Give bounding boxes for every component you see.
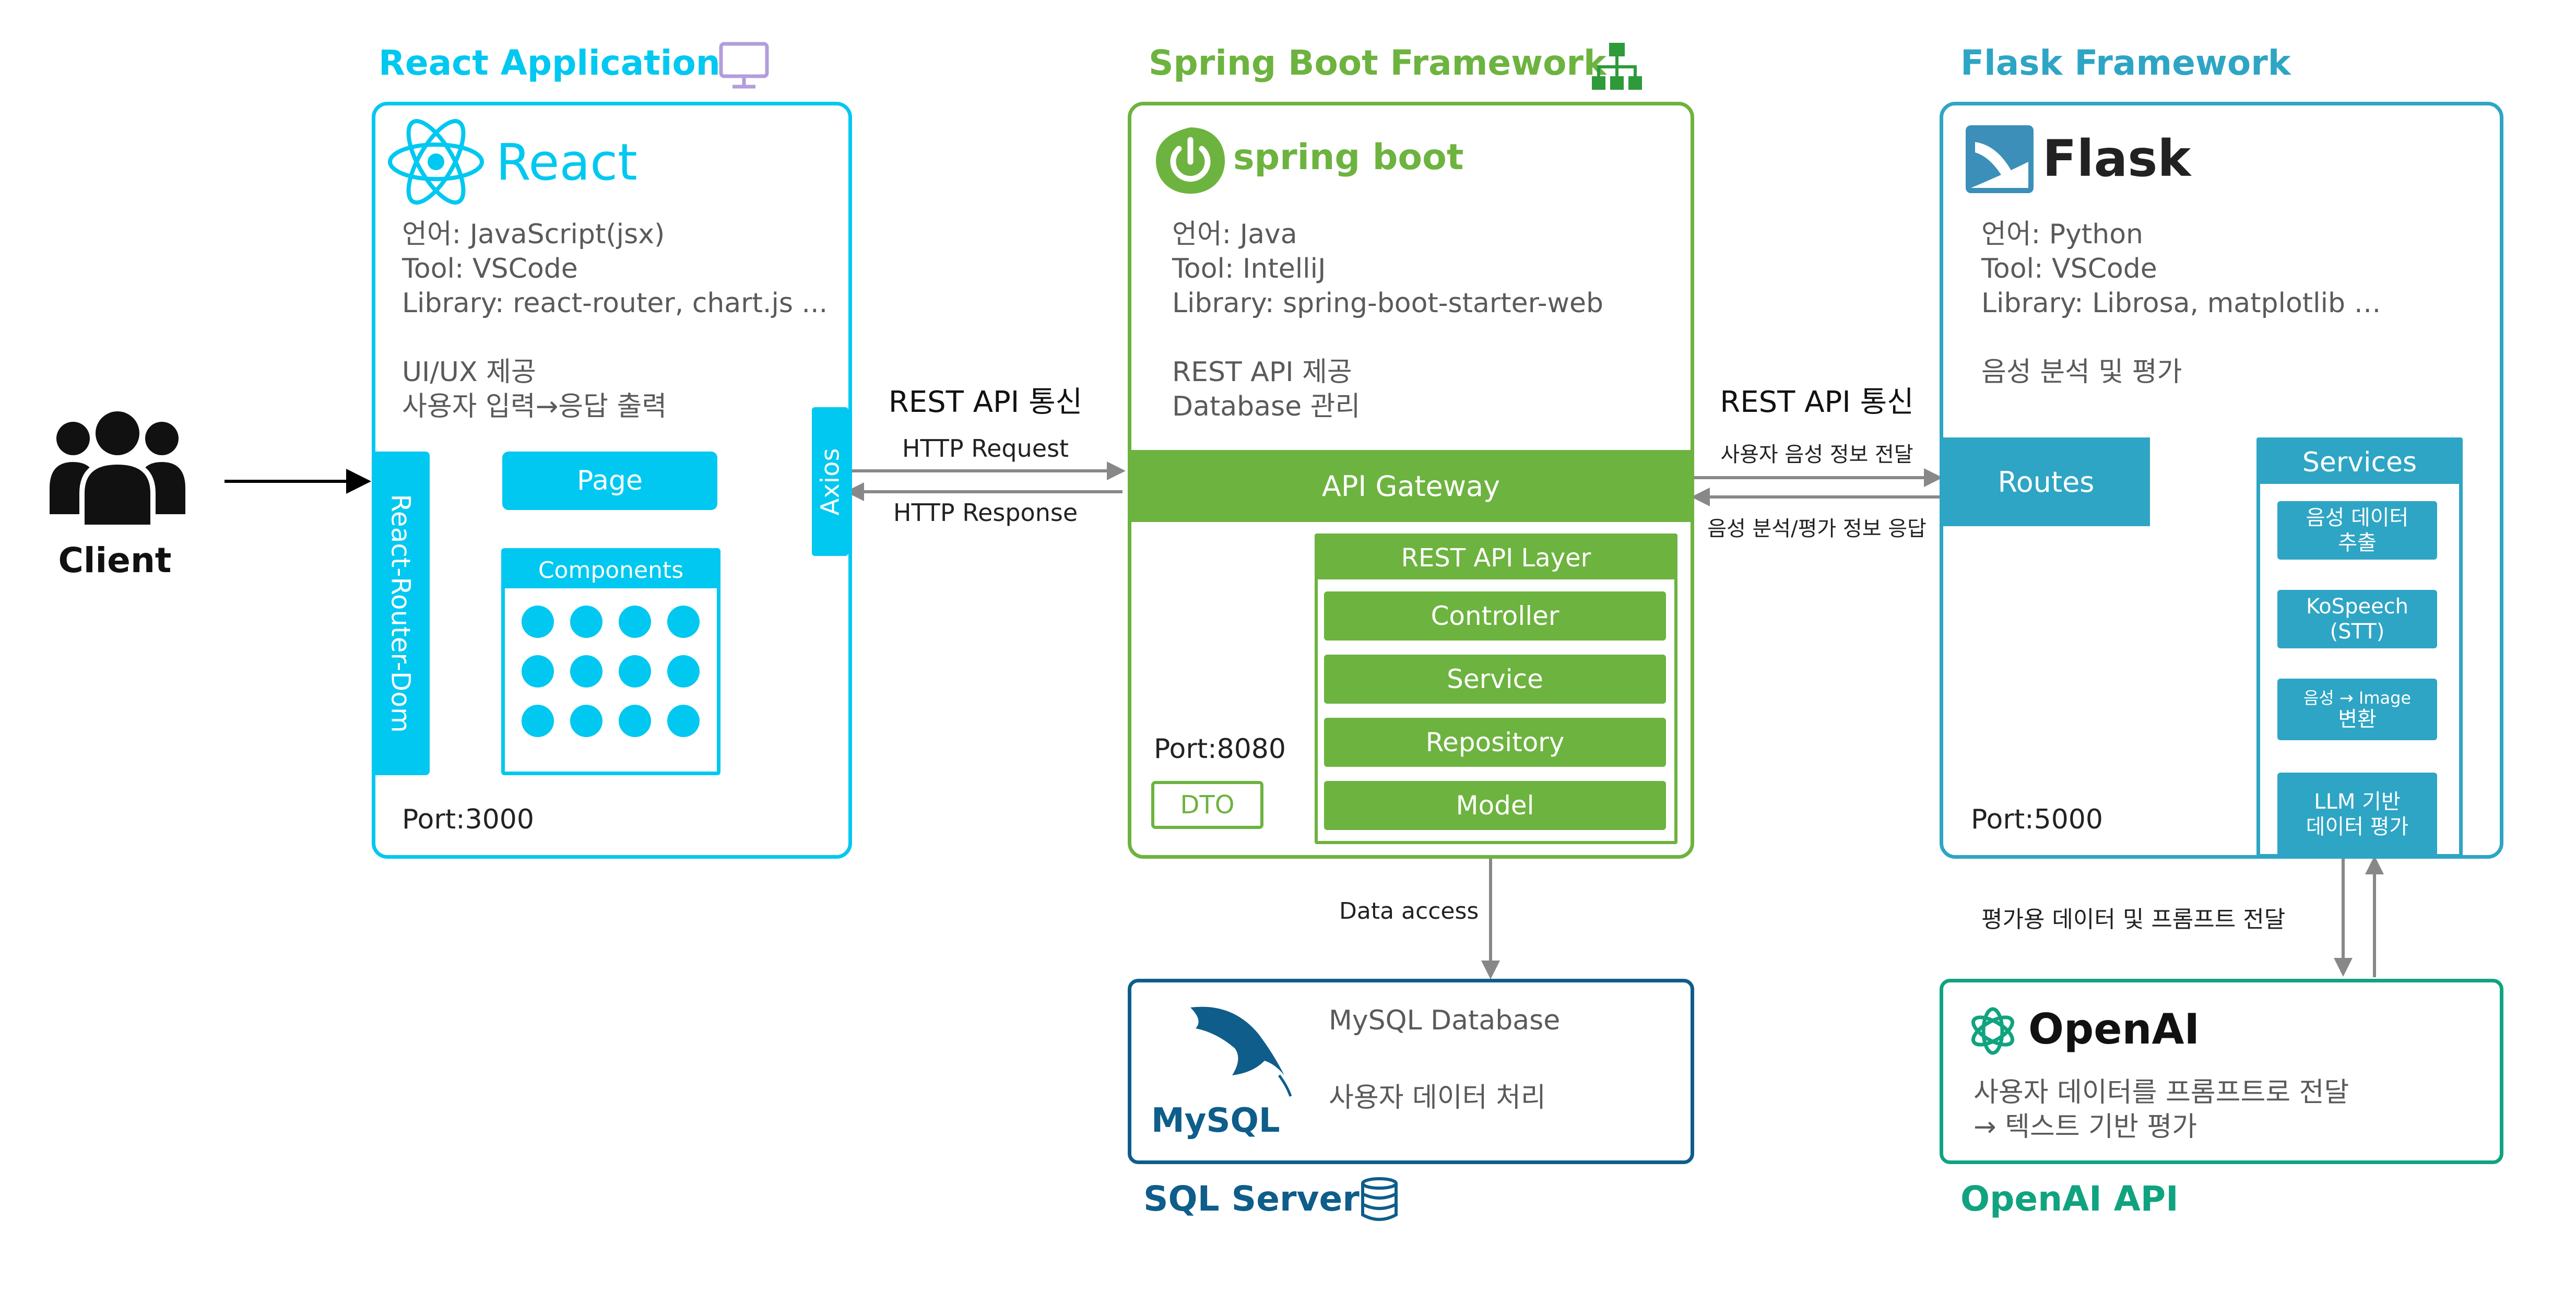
rest-api-left-title: REST API 통신: [888, 385, 1083, 419]
flask-logo-text: Flask: [2042, 129, 2191, 188]
openai-logo-text: OpenAI: [2028, 1005, 2200, 1053]
react-port: Port:3000: [402, 804, 534, 835]
axios-label: Axios: [816, 448, 845, 515]
http-request-label: HTTP Request: [902, 434, 1069, 463]
openai-panel: [1940, 979, 2503, 1164]
flask-logo-icon: [1966, 125, 2034, 193]
spring-port: Port:8080: [1154, 733, 1286, 765]
services-label: Services: [2260, 441, 2459, 484]
component-dot: [522, 705, 554, 737]
flask-title: Flask Framework: [1960, 43, 2291, 83]
react-router-dom-box: React-Router-Dom: [372, 452, 430, 775]
component-dot: [667, 705, 700, 737]
service-audio-image-small: 음성 → Image: [2303, 688, 2412, 708]
dto-box: DTO: [1151, 781, 1263, 829]
react-logo-icon: [388, 119, 484, 205]
components-box: Components: [501, 548, 720, 775]
client-label: Client: [58, 540, 172, 580]
component-dot: [667, 655, 700, 688]
sql-server-title: SQL Server: [1143, 1179, 1360, 1219]
service-kospeech: KoSpeech (STT): [2277, 590, 2437, 648]
react-logo-text: React: [496, 133, 637, 192]
rest-api-right-title: REST API 통신: [1720, 385, 1914, 419]
mysql-desc: 사용자 데이터 처리: [1329, 1082, 1546, 1113]
openai-desc: 사용자 데이터를 프롬프트로 전달 → 텍스트 기반 평가: [1974, 1077, 2349, 1143]
model-box: Model: [1324, 781, 1666, 830]
component-dot: [570, 655, 602, 688]
page-box: Page: [502, 452, 717, 510]
component-dot: [619, 606, 651, 638]
rest-api-layer-box: REST API Layer Controller Service Reposi…: [1315, 534, 1677, 844]
database-icon: [1361, 1177, 1398, 1221]
component-dot: [522, 606, 554, 638]
react-router-dom-label: React-Router-Dom: [386, 494, 416, 733]
flask-response-label: 음성 분석/평가 정보 응답: [1707, 517, 1927, 541]
spring-title: Spring Boot Framework: [1149, 43, 1606, 83]
react-title: React Application: [379, 43, 720, 83]
component-dot: [619, 655, 651, 688]
flask-port: Port:5000: [1971, 804, 2103, 835]
service-audio-image-label: 변환: [2338, 707, 2377, 731]
component-dot: [619, 705, 651, 737]
flask-request-label: 사용자 음성 정보 전달: [1720, 443, 1913, 467]
components-label: Components: [505, 552, 717, 588]
openai-logo-icon: [1971, 1007, 2014, 1055]
client-users-icon: [50, 411, 185, 530]
mysql-logo-text: MySQL: [1151, 1101, 1280, 1140]
spring-power-icon: [1156, 127, 1225, 194]
data-access-label: Data access: [1339, 898, 1479, 924]
service-audio-extract: 음성 데이터 추출: [2277, 501, 2437, 560]
service-audio-image: 음성 → Image 변환: [2277, 679, 2437, 740]
service-box: Service: [1324, 655, 1666, 704]
mysql-dolphin-icon: [1190, 1006, 1292, 1097]
component-dot: [522, 655, 554, 688]
repository-box: Repository: [1324, 718, 1666, 767]
spring-info: 언어: Java Tool: IntelliJ Library: spring-…: [1172, 219, 1603, 422]
rest-api-layer-label: REST API Layer: [1318, 537, 1674, 579]
openai-link-label: 평가용 데이터 및 프롬프트 전달: [1981, 906, 2286, 933]
axios-box: Axios: [812, 407, 848, 556]
routes-box: Routes: [1942, 437, 2150, 526]
component-dot: [570, 705, 602, 737]
api-gateway-box: API Gateway: [1130, 450, 1692, 522]
openai-api-title: OpenAI API: [1960, 1179, 2179, 1219]
mysql-name: MySQL Database: [1329, 1005, 1561, 1036]
flask-info: 언어: Python Tool: VSCode Library: Librosa…: [1981, 219, 2381, 388]
sitemap-icon: [1592, 43, 1642, 90]
monitor-icon: [719, 42, 769, 89]
react-info: 언어: JavaScript(jsx) Tool: VSCode Library…: [402, 219, 828, 422]
service-llm-eval: LLM 기반 데이터 평가: [2277, 773, 2437, 856]
spring-logo-text: spring boot: [1233, 137, 1464, 178]
component-dot: [667, 606, 700, 638]
component-dot: [570, 606, 602, 638]
controller-box: Controller: [1324, 591, 1666, 641]
http-response-label: HTTP Response: [893, 499, 1078, 527]
